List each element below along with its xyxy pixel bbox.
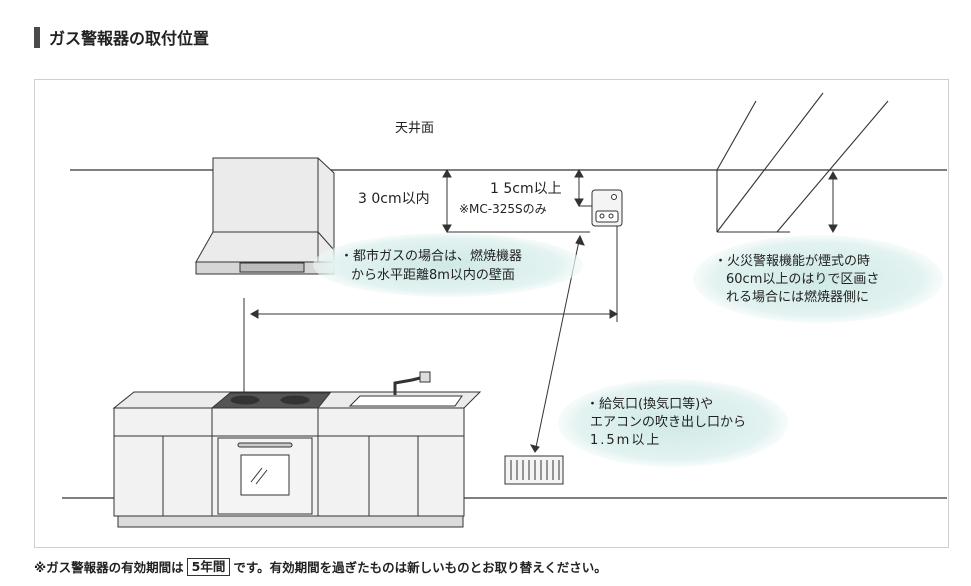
ceiling-beam [716, 92, 889, 233]
beam-depth-arrow [828, 170, 838, 234]
footnote: ※ガス警報器の有効期間は 5年間 です。有効期間を過ぎたものは新しいものとお取り… [34, 557, 607, 576]
distance-15cm-label: 1 5cm以上 [490, 181, 562, 197]
validity-period-badge: 5年間 [186, 557, 231, 576]
city-gas-callout-bg [313, 233, 583, 297]
air-vent [504, 455, 564, 485]
gas-alarm-device [591, 189, 623, 227]
fire-alarm-text-line3: れる場合には燃焼器側に [726, 289, 869, 305]
model-note-label: ※MC-325Sのみ [459, 202, 547, 216]
ceiling-label: 天井面 [395, 121, 434, 136]
horizontal-distance-arrow [249, 309, 619, 319]
fire-alarm-text-line2: 60cm以上のはりで区画さ [726, 272, 879, 287]
page-title: ガス警報器の取付位置 [49, 29, 210, 48]
heading-accent-bar [34, 26, 40, 48]
cooktop [210, 392, 332, 409]
air-vent-text-line1: ・給気口(換気口等)や [586, 396, 713, 412]
fire-alarm-callout-bg [693, 235, 943, 323]
city-gas-text-line2: から水平距離8m以内の壁面 [351, 267, 515, 283]
fire-alarm-text-line1: ・火災警報機能が煙式の時 [714, 253, 870, 269]
range-hood [195, 157, 335, 275]
city-gas-text-line1: ・都市ガスの場合は、燃焼機器 [340, 248, 522, 264]
dimension-15cm-arrow [574, 168, 594, 208]
distance-30cm-label: 3 0cm以内 [358, 191, 430, 207]
air-vent-callout-bg [558, 379, 788, 467]
air-vent-text-line2: エアコンの吹き出し口から [590, 415, 746, 430]
oven [217, 437, 313, 515]
sink [348, 371, 463, 407]
section-heading: ガス警報器の取付位置 [34, 26, 209, 48]
air-vent-text-line3: 1.5m以上 [590, 433, 661, 448]
footnote-prefix: ※ガス警報器の有効期間は [34, 560, 184, 575]
dimension-30cm-arrow [442, 168, 590, 234]
footnote-suffix: です。有効期間を過ぎたものは新しいものとお取り替えください。 [233, 560, 607, 575]
